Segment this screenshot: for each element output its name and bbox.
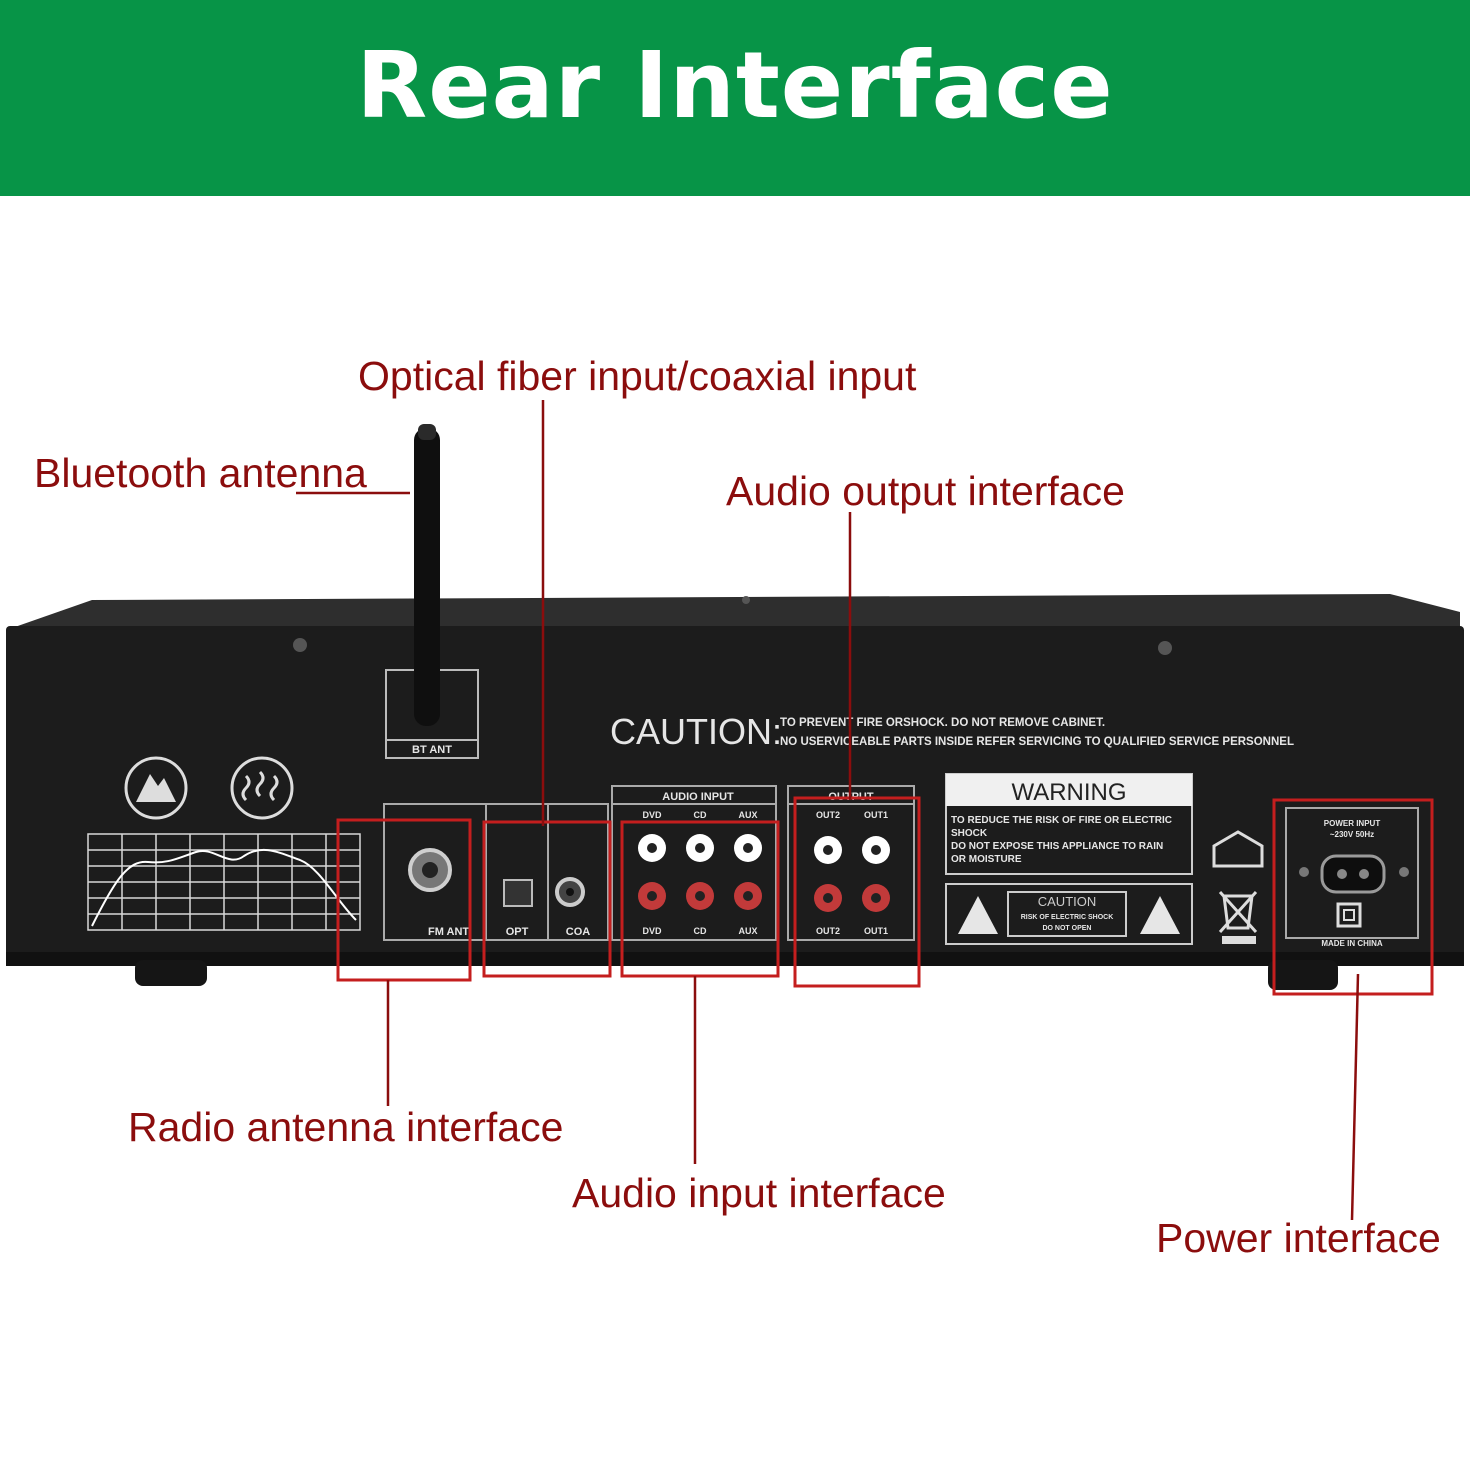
chassis-top bbox=[12, 594, 1460, 636]
warning-title: WARNING bbox=[1011, 779, 1126, 806]
bluetooth-antenna-tip bbox=[418, 424, 436, 440]
bluetooth-antenna bbox=[414, 428, 440, 726]
caution-box-title: CAUTION bbox=[1038, 894, 1097, 909]
chassis-bottom-edge bbox=[6, 952, 1464, 966]
logo-badge-right bbox=[230, 756, 294, 820]
screw bbox=[293, 638, 307, 652]
mountain-icon bbox=[136, 774, 176, 802]
page-title: Rear Interface bbox=[356, 32, 1114, 139]
dvd-label-top: DVD bbox=[642, 810, 662, 820]
caution-label bbox=[945, 883, 1193, 945]
cd-label-bottom: CD bbox=[694, 926, 707, 936]
caution-line-2: NO USERVICEABLE PARTS INSIDE REFER SERVI… bbox=[780, 736, 1294, 748]
audio-output-jacks bbox=[814, 836, 890, 912]
out2-label-bottom: OUT2 bbox=[816, 926, 840, 936]
out1-label-top: OUT1 bbox=[864, 810, 888, 820]
opt-label: OPT bbox=[506, 926, 529, 938]
highlight-audio-output bbox=[793, 796, 921, 988]
aux-label-bottom: AUX bbox=[738, 926, 757, 936]
lightning-warning-icon bbox=[958, 896, 998, 934]
highlight-radio bbox=[336, 818, 472, 982]
power-socket[interactable] bbox=[1320, 854, 1386, 894]
callout-optical-fiber-coaxial: Optical fiber input/coaxial input bbox=[358, 353, 917, 399]
audio-input-section bbox=[611, 785, 777, 941]
highlight-power bbox=[1272, 798, 1434, 996]
callout-radio-antenna: Radio antenna interface bbox=[128, 1104, 564, 1150]
caution-box-line-1: RISK OF ELECTRIC SHOCK bbox=[1021, 914, 1114, 921]
leader-power bbox=[1350, 973, 1360, 1221]
highlight-boxes bbox=[336, 796, 1434, 996]
foot-left bbox=[135, 960, 207, 986]
exclamation-warning-icon bbox=[1140, 896, 1180, 934]
out2-label-top: OUT2 bbox=[816, 810, 840, 820]
callout-bluetooth-antenna: Bluetooth antenna bbox=[34, 450, 367, 496]
double-insulation-icon bbox=[1336, 902, 1362, 928]
out1-label-bottom: OUT1 bbox=[864, 926, 888, 936]
callout-power: Power interface bbox=[1156, 1215, 1441, 1261]
foot-right bbox=[1268, 960, 1338, 990]
caution-box-line-2: DO NOT OPEN bbox=[1042, 925, 1091, 932]
coa-label: COA bbox=[566, 926, 591, 938]
callout-audio-input: Audio input interface bbox=[572, 1170, 946, 1216]
audio-input-jacks bbox=[638, 834, 762, 910]
warning-line-4: OR MOISTURE bbox=[951, 854, 1022, 865]
caution-line-1: TO PREVENT FIRE ORSHOCK. DO NOT REMOVE C… bbox=[780, 717, 1105, 729]
screw bbox=[1158, 641, 1172, 655]
logo-badge-left bbox=[124, 756, 188, 820]
callout-audio-output: Audio output interface bbox=[726, 468, 1125, 514]
warning-line-3: DO NOT EXPOSE THIS APPLIANCE TO RAIN bbox=[951, 841, 1163, 852]
chassis-back-panel bbox=[6, 626, 1464, 960]
weee-bin-icon bbox=[1218, 890, 1258, 934]
screw bbox=[742, 596, 750, 604]
made-in-label: MADE IN CHINA bbox=[1321, 939, 1383, 948]
bt-ant-label: BT ANT bbox=[412, 744, 452, 756]
warning-line-2: SHOCK bbox=[951, 828, 988, 839]
cd-label-top: CD bbox=[694, 810, 707, 820]
audio-input-header: AUDIO INPUT bbox=[662, 791, 734, 803]
fm-ant-label: FM ANT bbox=[428, 926, 469, 938]
power-section bbox=[1285, 807, 1419, 939]
optical-input-port[interactable] bbox=[503, 879, 533, 907]
leader-lines bbox=[296, 400, 1360, 1221]
aux-label-top: AUX bbox=[738, 810, 757, 820]
warning-line-1: TO REDUCE THE RISK OF FIRE OR ELECTRIC bbox=[951, 815, 1172, 826]
caution-title: CAUTION: bbox=[610, 711, 782, 752]
power-input-label: POWER INPUT bbox=[1324, 819, 1381, 828]
heat-waves-icon bbox=[241, 770, 279, 802]
title-banner: Rear Interface bbox=[0, 0, 1470, 196]
highlight-audio-input bbox=[620, 820, 780, 978]
eq-graph bbox=[87, 833, 361, 931]
dvd-label-bottom: DVD bbox=[642, 926, 662, 936]
highlight-digital bbox=[482, 820, 612, 978]
power-rating-label: ~230V 50Hz bbox=[1330, 830, 1374, 839]
home-icon bbox=[1212, 830, 1264, 868]
